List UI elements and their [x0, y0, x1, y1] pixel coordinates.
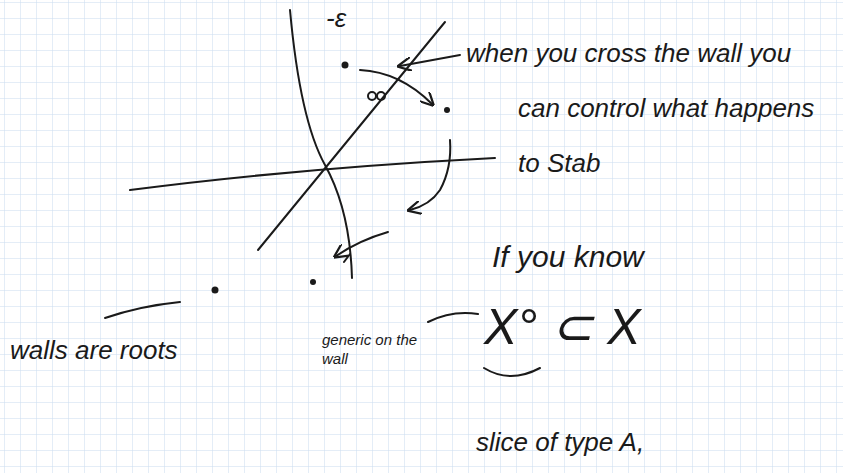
point-dot [310, 279, 316, 285]
note-text: If you know [492, 240, 644, 275]
epsilon-label: -ε [326, 4, 346, 34]
formula: X° ⊂ X [484, 302, 640, 352]
crossing-arrow [410, 140, 450, 210]
wall-curve [290, 10, 352, 278]
brace [484, 368, 540, 376]
point-dot [444, 107, 450, 113]
arc [428, 313, 478, 322]
note-text: slice of type A, [476, 428, 644, 458]
note-text: walls are roots [10, 336, 178, 366]
wall-line [258, 22, 445, 250]
note-text: when you cross the wall you can control … [466, 26, 818, 191]
point-dot [342, 62, 349, 69]
point-dot [212, 287, 219, 294]
small-circle [377, 92, 385, 100]
crossing-arrow [336, 232, 388, 256]
small-note: generic on the wall [322, 330, 432, 368]
crossing-arrow [360, 70, 432, 104]
axis-line [130, 158, 495, 190]
pointer-line [400, 55, 460, 66]
stroke [105, 302, 180, 318]
tick [344, 254, 350, 262]
small-circle [368, 92, 376, 100]
